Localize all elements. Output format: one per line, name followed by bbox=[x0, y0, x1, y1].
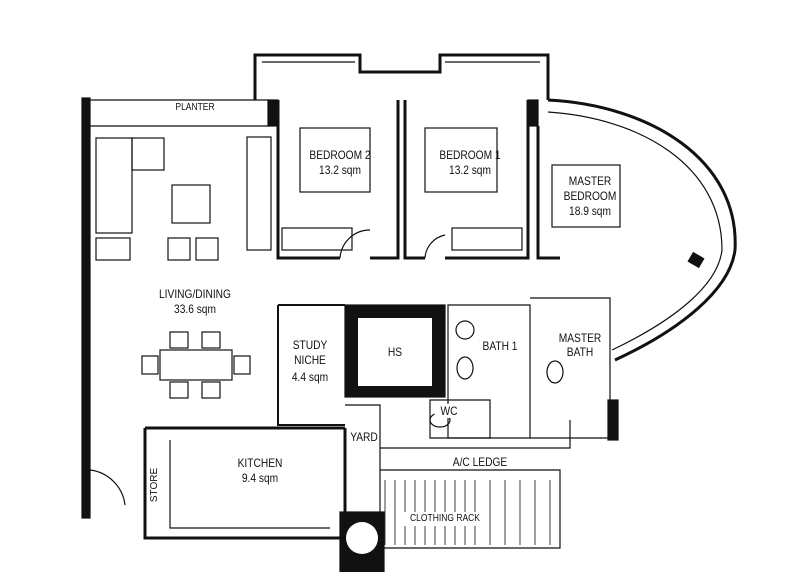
chair bbox=[233, 355, 251, 375]
armchair bbox=[131, 137, 165, 171]
toilet bbox=[456, 356, 474, 380]
chair bbox=[169, 381, 189, 399]
master-bath-label-2: BATH bbox=[558, 345, 602, 359]
chair bbox=[141, 355, 159, 375]
master-curved-window bbox=[547, 111, 723, 351]
master-bedroom-label-2: BEDROOM bbox=[563, 189, 617, 203]
study-walls bbox=[277, 304, 345, 426]
wall-west bbox=[81, 97, 91, 519]
master-bath-walls bbox=[530, 297, 611, 439]
bath1-label: BATH 1 bbox=[474, 339, 526, 353]
planter-walls bbox=[90, 99, 270, 127]
store-label: STORE bbox=[149, 467, 160, 503]
master-bedroom-area: 18.9 sqm bbox=[569, 204, 611, 218]
yard-label: YARD bbox=[350, 430, 378, 444]
wardrobe bbox=[451, 227, 523, 251]
wall-column bbox=[607, 399, 619, 441]
sofa bbox=[95, 137, 133, 234]
master-curved-wall bbox=[547, 98, 737, 362]
bedroom2-area: 13.2 sqm bbox=[319, 163, 361, 177]
stool bbox=[167, 237, 191, 261]
study-niche-label-2: NICHE bbox=[294, 353, 326, 367]
bath1-walls bbox=[447, 304, 531, 439]
chair bbox=[201, 331, 221, 349]
basin bbox=[455, 320, 475, 340]
wc-label: WC bbox=[434, 404, 464, 418]
bedroom-walls bbox=[276, 100, 530, 260]
clothing-rack-label: CLOTHING RACK bbox=[402, 512, 488, 526]
chair bbox=[169, 331, 189, 349]
kitchen-counter bbox=[169, 440, 330, 529]
dining-table bbox=[159, 349, 233, 381]
planter-label: PLANTER bbox=[175, 102, 215, 113]
entrance-door bbox=[89, 469, 126, 506]
hs-label: HS bbox=[387, 345, 403, 359]
living-dining-area: 33.6 sqm bbox=[174, 302, 216, 316]
ottoman bbox=[95, 237, 131, 261]
ac-ledge-label: A/C LEDGE bbox=[452, 455, 508, 469]
bedroom1-label: BEDROOM 1 bbox=[439, 148, 501, 162]
bedroom1-area: 13.2 sqm bbox=[449, 163, 491, 177]
bed bbox=[299, 127, 371, 193]
toilet bbox=[546, 360, 564, 384]
wc-walls bbox=[429, 399, 491, 439]
bedroom-bay-walls bbox=[253, 53, 550, 100]
tv-console bbox=[246, 136, 272, 251]
kitchen-walls bbox=[143, 426, 347, 540]
living-dining-label: LIVING/DINING bbox=[159, 287, 231, 301]
wall-column bbox=[687, 251, 705, 269]
bedroom2-label: BEDROOM 2 bbox=[309, 148, 371, 162]
master-bath-label-1: MASTER bbox=[558, 331, 602, 345]
refuse-chute-opening bbox=[346, 522, 378, 554]
study-niche-area: 4.4 sqm bbox=[291, 370, 329, 384]
study-niche-label-1: STUDY bbox=[292, 338, 328, 352]
kitchen-label: KITCHEN bbox=[237, 456, 283, 470]
stool bbox=[195, 237, 219, 261]
master-bedroom-label-1: MASTER bbox=[568, 174, 612, 188]
coffee-table bbox=[171, 184, 211, 224]
household-shelter bbox=[358, 318, 432, 386]
wardrobe bbox=[281, 227, 353, 251]
chair bbox=[201, 381, 221, 399]
master-bedroom-wall bbox=[536, 126, 560, 260]
bed bbox=[424, 127, 498, 193]
kitchen-area: 9.4 sqm bbox=[241, 471, 279, 485]
bed bbox=[551, 164, 621, 228]
bedroom-doors bbox=[339, 229, 446, 259]
